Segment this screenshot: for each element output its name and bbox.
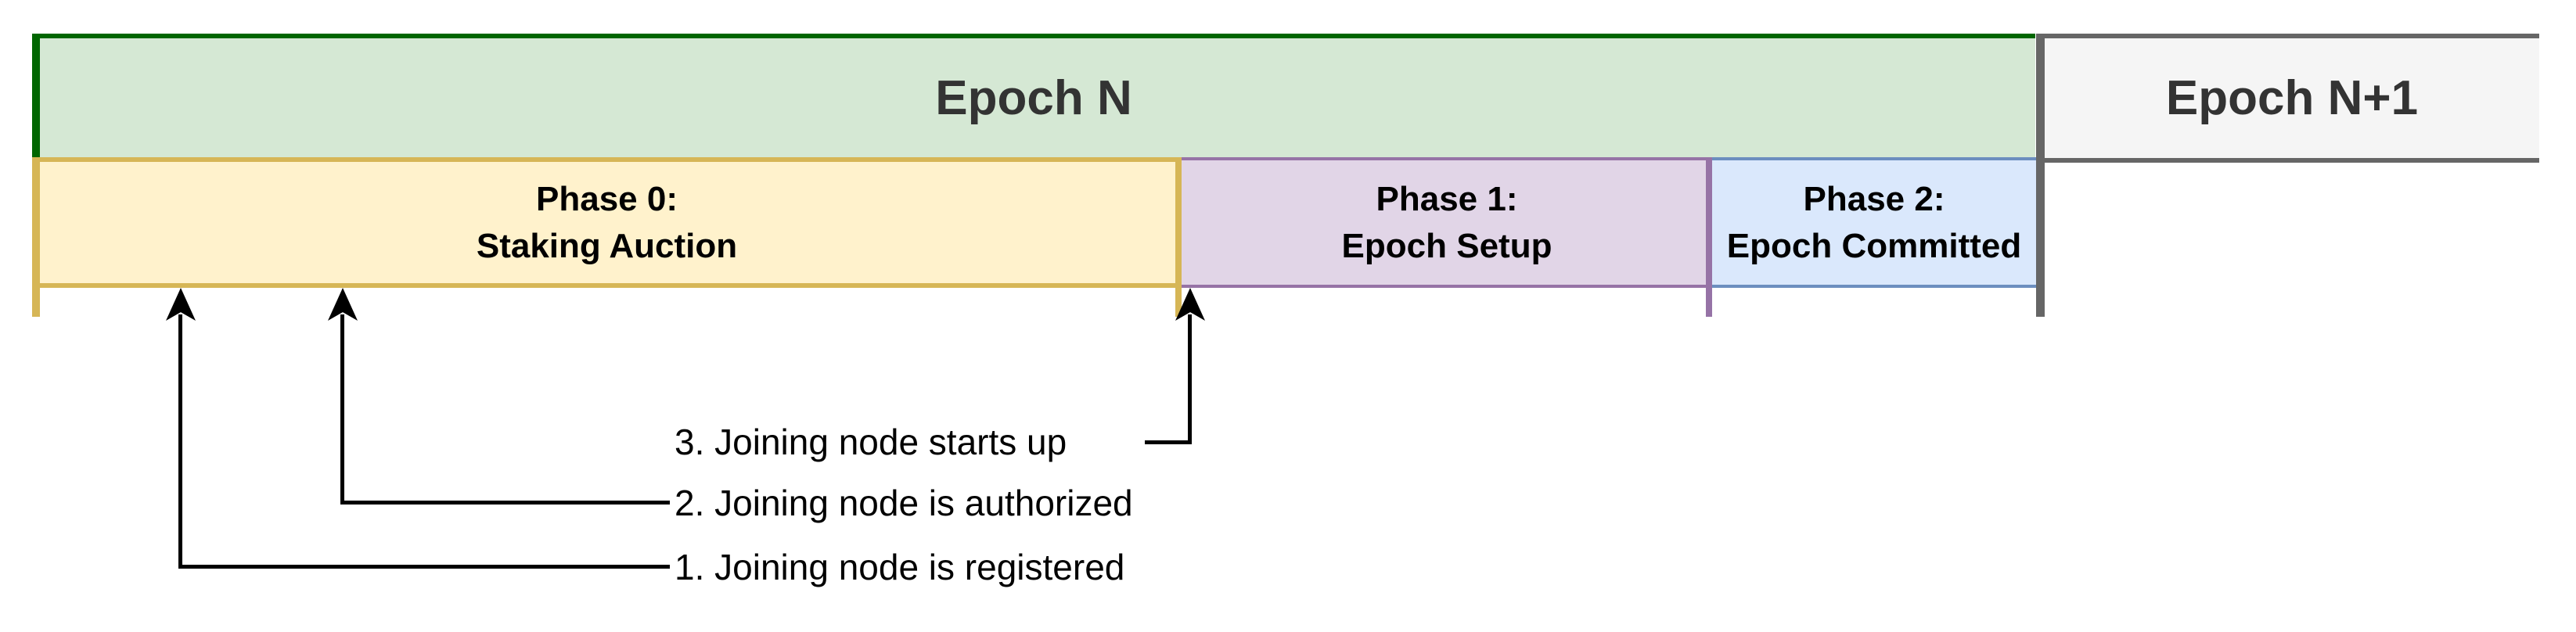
epoch-n-label: Epoch N	[935, 70, 1132, 125]
epoch-n-plus-1-bar: Epoch N+1	[2045, 34, 2539, 163]
phase-2-title: Phase 2:	[1803, 179, 1945, 218]
phase-0-title: Phase 0:	[536, 179, 678, 218]
epoch-n-bar: Epoch N	[32, 34, 2035, 157]
event-1-label: 1. Joining node is registered	[675, 547, 1125, 587]
phase-2-subtitle: Epoch Committed	[1726, 226, 2022, 265]
event-1-connector-line	[178, 565, 670, 569]
event-1-arrow-shaft	[178, 314, 182, 567]
phase-2-box: Phase 2: Epoch Committed	[1712, 157, 2036, 288]
event-2-arrow-shaft	[340, 314, 344, 503]
epoch-boundary-divider	[2036, 34, 2045, 317]
phase-0-start-tick	[32, 157, 40, 317]
event-3-label: 3. Joining node starts up	[675, 422, 1067, 462]
phase-1-subtitle: Epoch Setup	[1341, 226, 1552, 265]
phase-1-box: Phase 1: Epoch Setup	[1182, 157, 1712, 288]
event-2-connector-line	[340, 501, 670, 505]
phase-0-end-tick	[1175, 157, 1182, 317]
event-2-label: 2. Joining node is authorized	[675, 483, 1133, 523]
phase-1-end-tick	[1706, 157, 1712, 317]
event-3-arrow-shaft	[1188, 314, 1192, 444]
phase-0-box: Phase 0: Staking Auction	[32, 157, 1182, 288]
event-3-connector-line	[1145, 440, 1192, 444]
epoch-n-plus-1-label: Epoch N+1	[2165, 71, 2419, 125]
phase-1-title: Phase 1:	[1376, 179, 1518, 218]
phase-0-subtitle: Staking Auction	[476, 226, 738, 265]
epoch-n-start-tick	[32, 34, 40, 157]
